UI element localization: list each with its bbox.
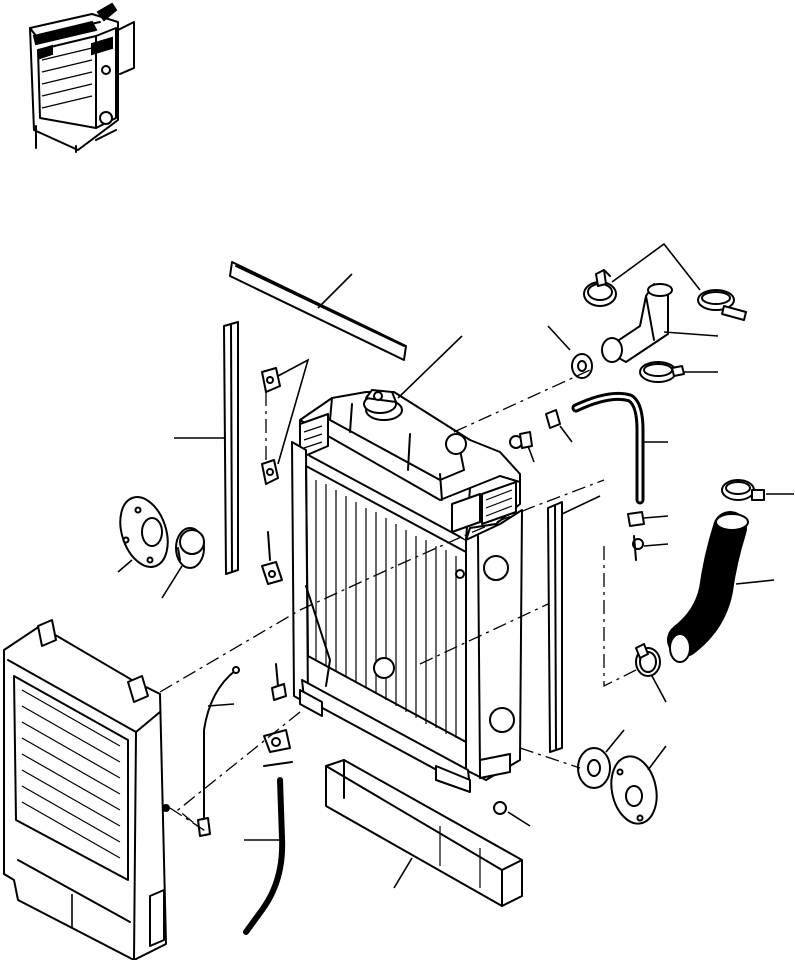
mounting-cushion: [577, 747, 611, 789]
leader-line: [527, 445, 535, 463]
leader-line: [643, 543, 669, 547]
leader-line: [393, 857, 413, 889]
leader-line: [605, 729, 625, 753]
leader-line: [397, 335, 463, 399]
center-line: [419, 603, 549, 665]
hose-clamp: [583, 269, 617, 307]
center-line: [159, 479, 605, 693]
bracket-bolt: [261, 367, 283, 585]
leader-line: [507, 811, 531, 827]
leader-line: [161, 565, 183, 599]
leader-line: [559, 425, 573, 443]
leader-line: [317, 273, 353, 309]
leader-line: [561, 495, 601, 515]
mounting-cushion: [571, 353, 593, 379]
bracket-bolt: [263, 663, 293, 767]
bracket-bolt: [509, 409, 645, 561]
leader-line: [277, 358, 310, 465]
overflow-hose: [571, 391, 645, 505]
center-line: [519, 747, 581, 769]
hose-clamp: [635, 643, 661, 677]
leader-line: [643, 515, 669, 519]
top-seal-strip: [229, 261, 407, 361]
side-seal-strip-right: [547, 501, 563, 753]
radiator-guard-screen: [3, 619, 170, 960]
center-line: [603, 546, 637, 688]
bracket-bolt: [493, 801, 507, 815]
center-line: [176, 711, 301, 829]
mounting-plate: [119, 496, 169, 568]
bottom-seal-block: [325, 759, 523, 907]
leader-line: [647, 745, 667, 771]
leader-line: [207, 703, 235, 707]
overflow-hose: [197, 666, 240, 837]
side-seal-strip-left: [223, 321, 239, 575]
hose-clamp: [697, 289, 747, 321]
leader-line: [117, 559, 133, 573]
mounting-cushion: [175, 527, 205, 569]
radiator-cap: [363, 389, 403, 421]
center-line: [169, 807, 211, 835]
drain-hose: [243, 777, 286, 935]
hose-clamp: [639, 361, 685, 383]
leader-line: [611, 242, 701, 291]
leader-line: [735, 579, 775, 585]
mounting-plate: [610, 755, 658, 825]
radiator-assembly-thumbnail-icon: [29, 2, 135, 153]
leader-line: [547, 325, 571, 351]
leader-line: [651, 675, 667, 703]
center-line: [453, 369, 591, 433]
lower-hose: [667, 511, 749, 663]
hose-clamp: [721, 479, 765, 501]
leader-line: [663, 331, 719, 337]
radiator-core: [291, 391, 523, 793]
upper-hose-elbow: [601, 283, 673, 363]
